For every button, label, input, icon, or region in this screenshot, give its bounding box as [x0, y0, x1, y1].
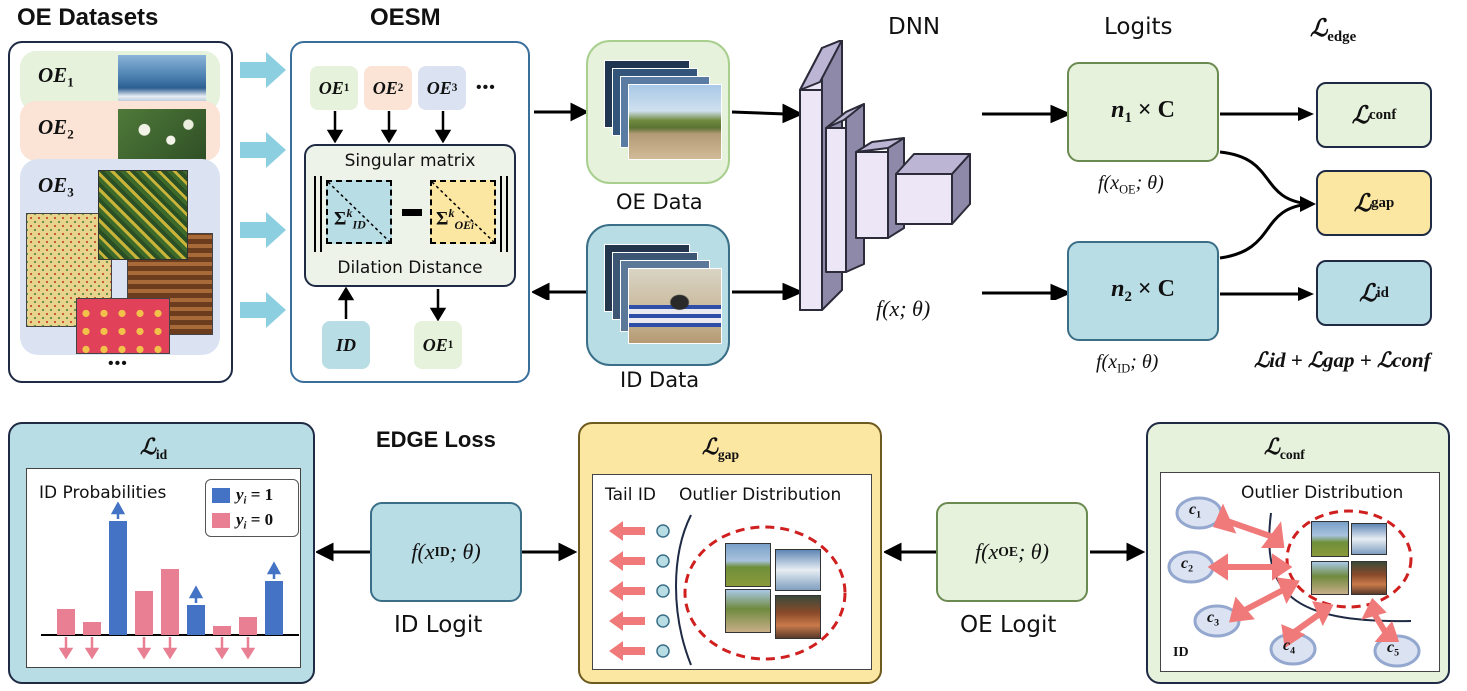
id-probabilities-chart: ID Probabilities yi = 1 yi = 0 [26, 468, 301, 668]
dnn-title: DNN [888, 14, 941, 40]
cluster-c2-label: c2 [1181, 555, 1194, 575]
oesm-ellipsis: ••• [476, 79, 496, 96]
id-logit-arrows [316, 542, 578, 562]
id-data-box [586, 224, 730, 366]
tail-id-label: Tail ID [605, 485, 656, 505]
oesm-down-arrows [326, 111, 452, 143]
oe-data-orchard-image [628, 84, 722, 160]
cluster-c3-label: c3 [1207, 609, 1220, 629]
loss-gap-panel: ℒgap Tail ID Outlier Distribution [578, 422, 882, 684]
oe-logit-arrows [884, 542, 1146, 562]
norm-bar-left-1 [314, 176, 316, 252]
total-loss-formula: ℒid + ℒgap + ℒconf [1254, 348, 1431, 372]
oe2-card-thumbnail [118, 109, 206, 161]
conf-diagram: Outlier Distribution c1 c2 c3 c4 c5 [1160, 472, 1440, 672]
logit-id-box: n2 × C [1067, 241, 1219, 341]
conf-outlier-image-sea [1351, 523, 1387, 555]
gap-outlier-distribution-label: Outlier Distribution [679, 485, 842, 505]
oesm-id-box: ID [322, 321, 370, 369]
oe-data-label: OE Data [616, 190, 703, 214]
conf-outlier-image-orchard [1311, 561, 1349, 595]
oesm-title: OESM [370, 4, 441, 31]
oe-datasets-panel: OE1 OE2 OE3 ••• [8, 41, 233, 383]
loss-id-panel-title: ℒid [140, 434, 168, 462]
gap-outlier-image-rock [775, 595, 821, 639]
sigma-oe-matrix: ΣkOEi [430, 180, 496, 244]
dataset-to-oesm-arrows [240, 52, 286, 328]
dnn-network-diagram [799, 40, 971, 311]
loss-id-panel: ℒid ID Probabilities yi = 1 yi = 0 [8, 422, 315, 684]
edge-loss-section-title: EDGE Loss [376, 427, 496, 452]
legend-swatch-positive [212, 488, 230, 503]
cluster-c1-label: c1 [1189, 501, 1202, 521]
conf-diagram-shapes [1167, 496, 1421, 668]
conf-id-corner-label: ID [1173, 645, 1189, 660]
singular-matrix-box: Singular matrix ΣkID ΣkOEi Dilation Dist… [304, 144, 516, 287]
oe1-card-thumbnail [118, 55, 206, 110]
oe2-card: OE2 [20, 101, 220, 161]
cluster-c4-label: c4 [1283, 637, 1296, 657]
norm-bar-left-2 [320, 176, 322, 252]
logits-title: Logits [1104, 14, 1173, 40]
probability-legend: yi = 1 yi = 0 [205, 479, 299, 537]
id-probabilities-label: ID Probabilities [39, 483, 167, 503]
dilation-distance-label: Dilation Distance [337, 258, 483, 278]
id-data-label: ID Data [620, 368, 700, 392]
gap-outlier-image-orchard [725, 589, 771, 633]
loss-gap-panel-title: ℒgap [702, 434, 740, 462]
gap-diagram-shapes [609, 514, 847, 666]
norm-bar-right-2 [506, 176, 508, 252]
loss-conf-panel-title: ℒconf [1264, 434, 1305, 462]
oe-datasets-title: OE Datasets [17, 4, 159, 31]
gap-outlier-image-field [725, 543, 771, 587]
norm-bar-right-1 [500, 176, 502, 252]
sigma-id-matrix: ΣkID [326, 180, 392, 244]
id-logit-label: ID Logit [394, 612, 483, 638]
dnn-function-label: f(x; θ) [876, 296, 931, 321]
oe1-card-label: OE [38, 63, 68, 87]
logit-id-function: f(xID; θ) [1096, 351, 1159, 376]
oe-datasets-ellipsis: ••• [108, 355, 128, 372]
edge-loss-title: ℒedge [1310, 16, 1357, 46]
conf-outlier-image-field [1311, 521, 1349, 557]
oe3-card-label: OE [38, 173, 68, 197]
loss-conf-panel: ℒconf Outlier Distribution c1 c2 c3 [1146, 422, 1450, 684]
conf-outlier-image-rock [1351, 561, 1387, 595]
conf-outlier-distribution-label: Outlier Distribution [1241, 483, 1404, 503]
id-data-horse-image [628, 268, 722, 344]
logits-to-loss-arrows [1219, 107, 1316, 301]
oe-logit-label: OE Logit [960, 612, 1057, 638]
gap-diagram: Tail ID Outlier Distribution [592, 474, 872, 670]
logit-oe-function: f(xOE; θ) [1098, 172, 1164, 197]
logit-oe-box: n1 × C [1067, 62, 1219, 162]
singular-matrix-label: Singular matrix [344, 151, 476, 171]
dnn-to-logits-arrows [982, 104, 1070, 300]
oe2-card-label: OE [38, 115, 68, 139]
cluster-c5-label: c5 [1387, 639, 1400, 659]
minus-sign [402, 209, 422, 216]
texture-zigzag-image [98, 170, 188, 260]
legend-swatch-negative [212, 513, 230, 528]
data-to-dnn-arrows [731, 103, 802, 300]
oesm-data-arrows [532, 102, 588, 300]
gap-outlier-image-sea [775, 549, 821, 591]
oe-data-box [586, 40, 730, 184]
texture-spikes-image [76, 298, 170, 354]
probability-bars [41, 501, 299, 660]
oesm-io-arrows [337, 287, 447, 321]
